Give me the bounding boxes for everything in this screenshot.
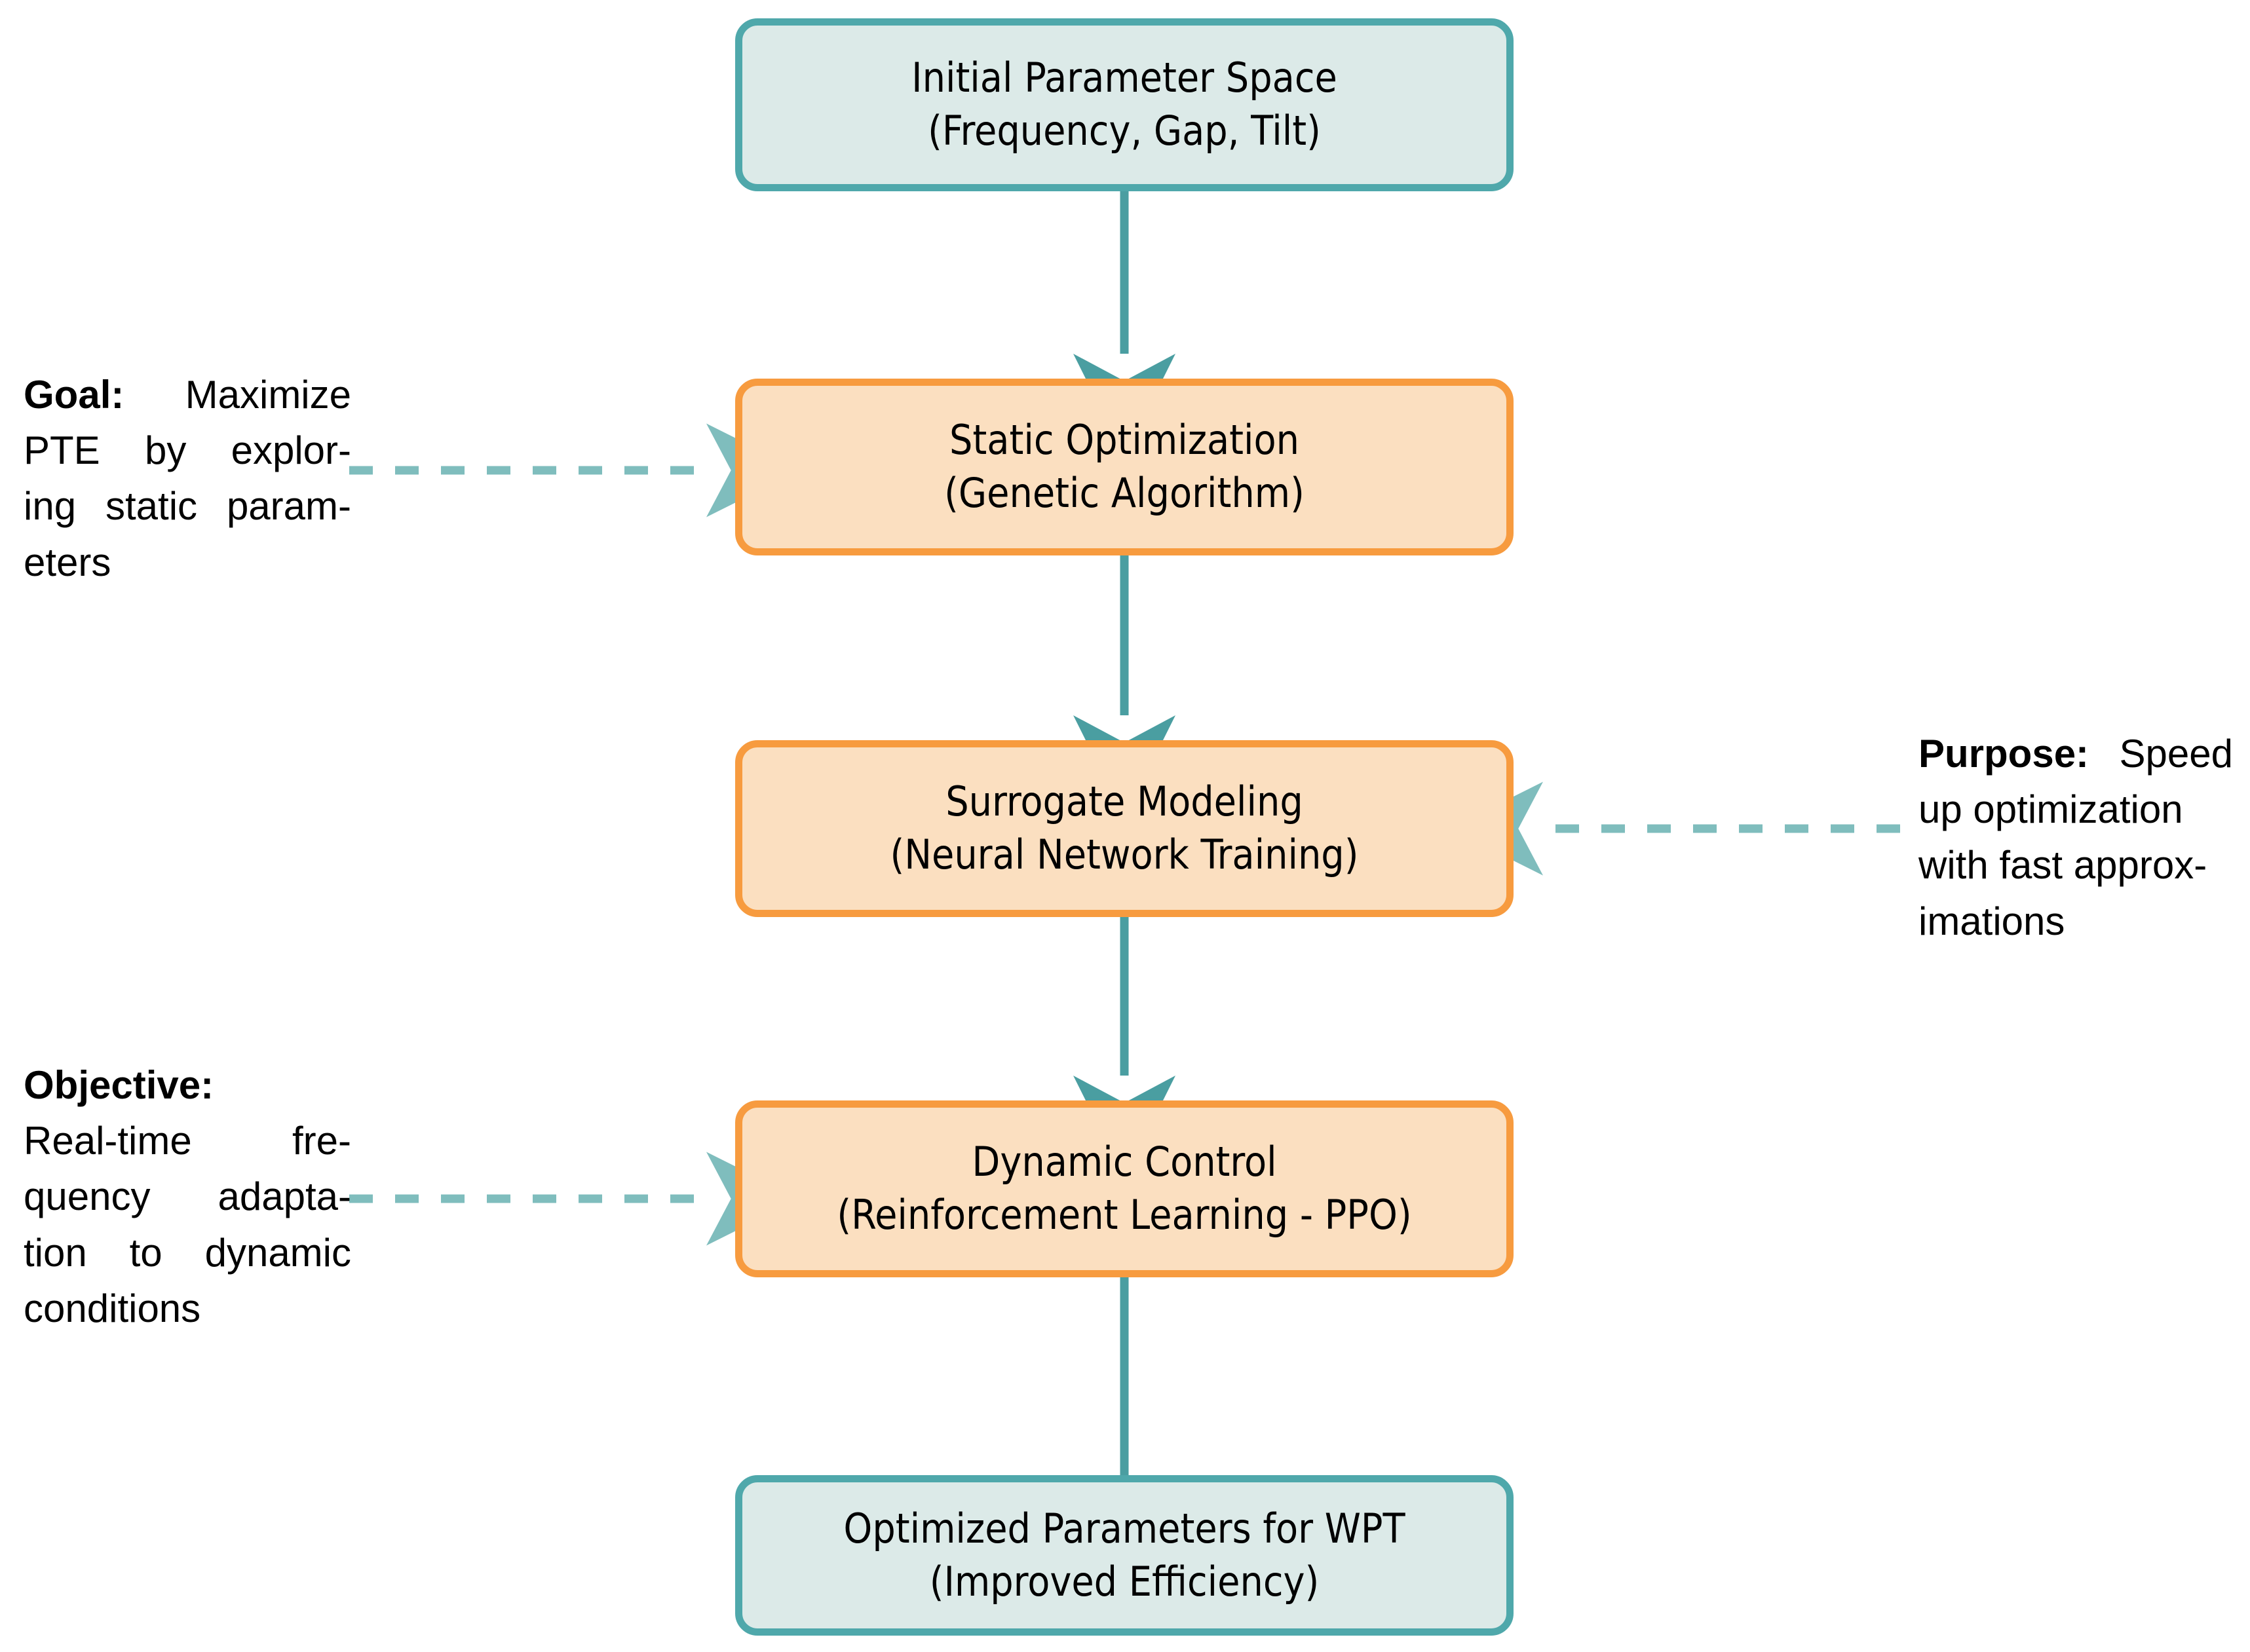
node-surrogate-line-2: (Neural Network Training) bbox=[890, 831, 1359, 878]
node-initial-line-2: (Frequency, Gap, Tilt) bbox=[928, 107, 1321, 155]
annotation-goal-line-1: Goal: Maximize bbox=[24, 367, 351, 422]
annotation-objective-label: Objective: bbox=[24, 1063, 214, 1107]
node-dynamic-line-2: (Reinforcement Learning - PPO) bbox=[837, 1191, 1412, 1239]
annotation-goal-label: Goal: bbox=[24, 373, 124, 417]
annotation-purpose-label: Purpose: bbox=[1918, 732, 2089, 776]
node-dynamic-line-1: Dynamic Control bbox=[972, 1138, 1277, 1186]
node-static-line-1: Static Optimization bbox=[949, 416, 1299, 464]
node-optimized-line-2: (Improved Efficiency) bbox=[929, 1557, 1320, 1605]
annotation-purpose-text-1: Speed bbox=[2119, 732, 2234, 776]
node-static-optimization[interactable]: Static Optimization (Genetic Algorithm) bbox=[735, 379, 1514, 555]
annotation-purpose-line-3: with fast approx- bbox=[1918, 843, 2207, 888]
node-surrogate-modeling[interactable]: Surrogate Modeling (Neural Network Train… bbox=[735, 740, 1514, 917]
node-optimized-parameters[interactable]: Optimized Parameters for WPT (Improved E… bbox=[735, 1475, 1514, 1636]
annotation-purpose-line-4: imations bbox=[1918, 899, 2065, 943]
node-initial-parameter-space[interactable]: Initial Parameter Space (Frequency, Gap,… bbox=[735, 18, 1514, 191]
annotation-purpose-line-1: Purpose: Speed bbox=[1918, 726, 2233, 781]
annotation-goal-text-1: Maximize bbox=[185, 373, 351, 417]
node-surrogate-line-1: Surrogate Modeling bbox=[945, 778, 1303, 826]
annotation-purpose: Purpose: Speed up optimization with fast… bbox=[1918, 726, 2233, 949]
node-dynamic-control[interactable]: Dynamic Control (Reinforcement Learning … bbox=[735, 1100, 1514, 1277]
annotation-purpose-line-2: up optimization bbox=[1918, 787, 2183, 832]
node-static-line-2: (Genetic Algorithm) bbox=[944, 469, 1305, 517]
annotation-objective-line-5: conditions bbox=[24, 1286, 201, 1330]
annotation-objective-line-0: Objective: bbox=[24, 1057, 351, 1113]
node-optimized-line-1: Optimized Parameters for WPT bbox=[843, 1504, 1405, 1552]
annotation-goal-line-4: eters bbox=[24, 540, 111, 584]
node-initial-line-1: Initial Parameter Space bbox=[911, 54, 1337, 102]
